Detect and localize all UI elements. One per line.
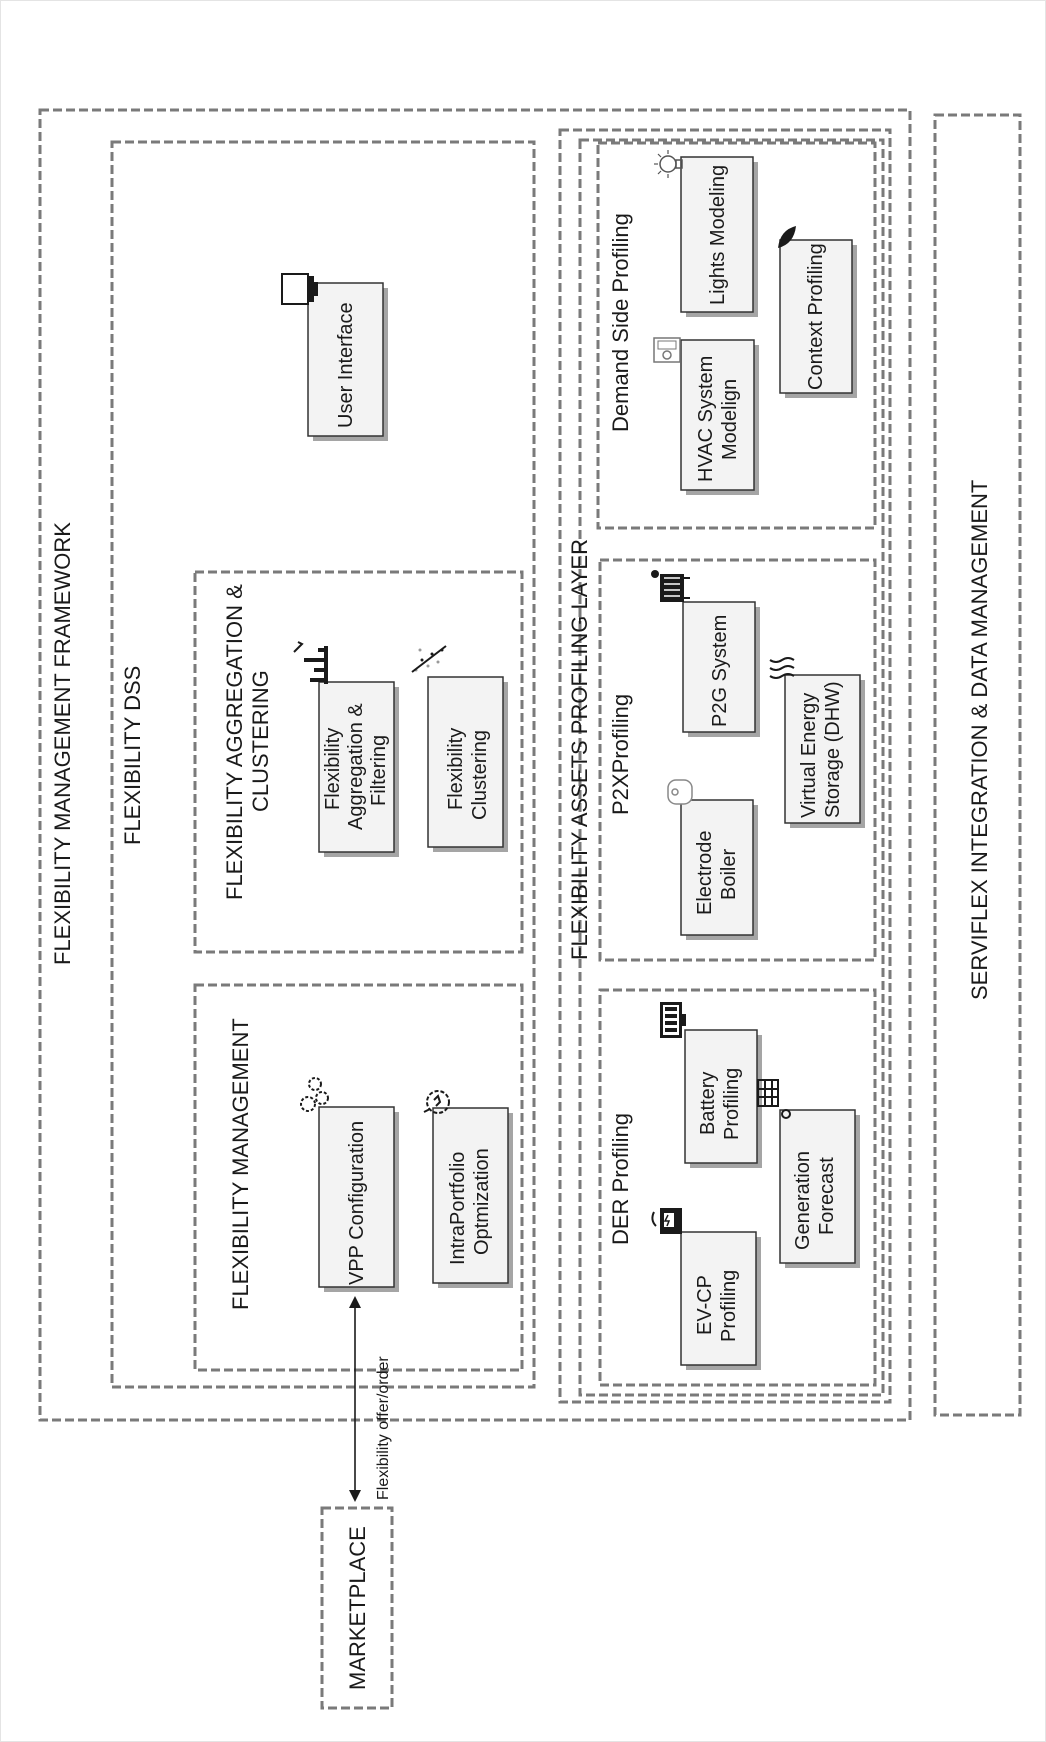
demand-title: Demand Side Profiling — [608, 213, 633, 432]
marketplace-label: MARKETPLACE — [345, 1526, 370, 1690]
p2x-title: P2XProfiling — [608, 694, 633, 815]
framework-title: FLEXIBILITY MANAGEMENT FRAMEWORK — [50, 522, 75, 965]
flex-mgmt-title: FLEXIBILITY MANAGEMENT — [228, 1018, 253, 1310]
generation-label-line1: Generation — [792, 1151, 814, 1250]
assets-layer-title: FLEXIBILITY ASSETS PROFILING LAYER — [567, 539, 592, 960]
flex-mgmt-region — [193, 983, 524, 1372]
generation-label-line2: Forecast — [816, 1157, 838, 1235]
vpp-configuration-box[interactable]: VPP Configuration — [318, 1106, 399, 1292]
context-box[interactable]: Context Profiling — [779, 239, 857, 398]
electrode-label-line1: Electrode — [694, 831, 716, 916]
marketplace-region — [320, 1506, 394, 1710]
gears-icon — [300, 1077, 329, 1112]
agg-filter-label-line3: Filtering — [368, 735, 390, 806]
lights-box[interactable]: Lights Modeling — [680, 156, 758, 317]
battery-box[interactable]: Battery Profiling — [684, 1029, 762, 1168]
hvac-label-line2: Modelign — [719, 379, 741, 460]
evcp-label-line2: Profiling — [718, 1270, 740, 1342]
p2x-region — [598, 558, 877, 962]
assets-layer-region-outer — [558, 128, 892, 1404]
monitor-icon — [281, 273, 318, 305]
generation-box[interactable]: Generation Forecast — [779, 1109, 860, 1268]
flexibility-offer-arrow: Flexibility offer/order — [349, 1296, 392, 1502]
scatter-icon — [411, 645, 447, 673]
lights-label: Lights Modeling — [707, 165, 729, 305]
flex-agg-region — [193, 570, 524, 954]
agg-filter-box[interactable]: Flexibility Aggregation & Filtering — [318, 681, 399, 857]
assets-layer-region-inner — [578, 138, 885, 1397]
flex-agg-title-line2: CLUSTERING — [248, 670, 273, 812]
electrolyzer-icon — [651, 570, 690, 602]
p2g-box[interactable]: P2G System — [682, 601, 760, 737]
der-region — [598, 988, 877, 1387]
demand-region — [596, 141, 877, 530]
ves-label-line1: Virtual Energy — [798, 693, 820, 818]
ves-box[interactable]: Virtual Energy Storage (DHW) — [784, 674, 865, 828]
framework-region — [38, 108, 912, 1422]
intraportfolio-label-line2: Optmization — [471, 1148, 493, 1255]
leaf-icon — [778, 226, 796, 248]
heat-waves-icon — [769, 657, 795, 679]
hvac-label-line1: HVAC System — [695, 356, 717, 482]
der-title: DER Profiling — [608, 1113, 633, 1245]
clustering-box[interactable]: Flexibility Clustering — [427, 676, 508, 852]
serviflex-region — [933, 113, 1022, 1417]
user-interface-label: User Interface — [335, 302, 357, 428]
dss-region — [110, 140, 536, 1389]
lightbulb-icon — [654, 150, 683, 178]
user-interface-box[interactable]: User Interface — [307, 282, 388, 441]
ev-charger-icon — [651, 1208, 682, 1234]
context-label: Context Profiling — [805, 243, 827, 390]
agg-filter-label-line2: Aggregation & — [345, 703, 367, 830]
electrode-boiler-box[interactable]: Electrode Boiler — [680, 799, 758, 940]
clustering-label-line1: Flexibility — [445, 728, 467, 810]
intraportfolio-box[interactable]: IntraPortfolio Optmization — [432, 1107, 513, 1288]
evcp-label-line1: EV-CP — [694, 1275, 716, 1335]
optimization-gear-icon — [423, 1090, 450, 1114]
evcp-box[interactable]: EV-CP Profiling — [680, 1231, 761, 1370]
agg-filter-label-line1: Flexibility — [322, 728, 344, 810]
battery-icon — [660, 1002, 686, 1038]
ves-label-line2: Storage (DHW) — [822, 681, 844, 818]
hvac-icon — [653, 337, 681, 363]
arrow-label: Flexibility offer/order — [375, 1356, 392, 1500]
dss-title: FLEXIBILITY DSS — [120, 666, 145, 845]
electrode-label-line2: Boiler — [718, 849, 740, 900]
p2g-label: P2G System — [709, 615, 731, 727]
boiler-icon — [667, 779, 693, 805]
battery-label-line1: Battery — [697, 1072, 719, 1135]
hand-chart-icon — [293, 641, 328, 684]
intraportfolio-label-line1: IntraPortfolio — [447, 1152, 469, 1265]
flex-agg-title-line1: FLEXIBILITY AGGREGATION & — [222, 584, 247, 900]
hvac-box[interactable]: HVAC System Modelign — [680, 339, 759, 495]
clustering-label-line2: Clustering — [469, 730, 491, 820]
battery-label-line2: Profiling — [721, 1068, 743, 1140]
serviflex-title: SERVIFLEX INTEGRATION & DATA MANAGEMENT — [967, 480, 992, 1000]
vpp-configuration-label: VPP Configuration — [346, 1121, 368, 1285]
solar-panel-icon — [757, 1079, 791, 1119]
